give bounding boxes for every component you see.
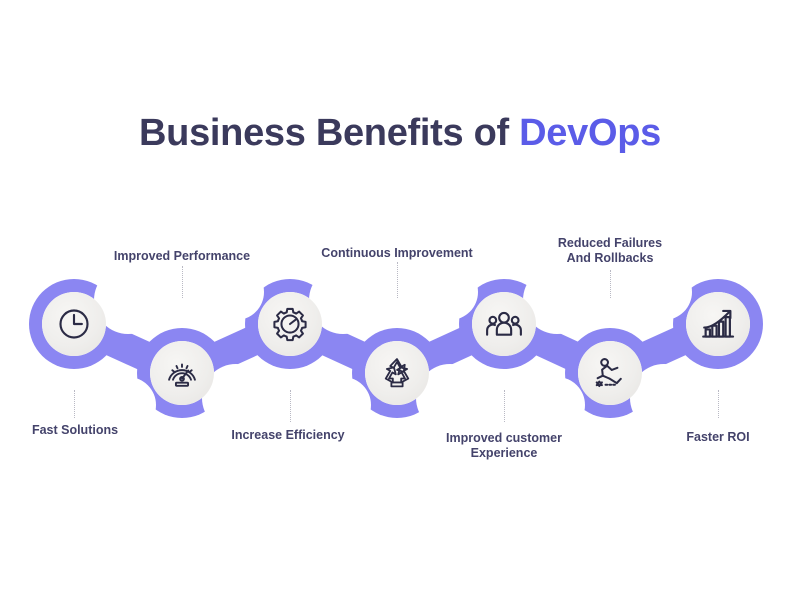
node-improved-performance[interactable] xyxy=(150,341,214,405)
node-increase-efficiency[interactable] xyxy=(258,292,322,356)
page-title: Business Benefits of DevOps xyxy=(0,112,800,155)
label-improved-customer-experience: Improved customer Experience xyxy=(445,431,562,460)
people-group-icon xyxy=(485,305,523,343)
leader-continuous-improvement xyxy=(397,262,398,298)
leader-reduced-failures xyxy=(610,270,611,298)
label-increase-efficiency: Increase Efficiency xyxy=(231,428,345,442)
leader-customer-experience xyxy=(504,390,505,422)
node-reduced-failures-and-rollbacks[interactable] xyxy=(578,341,642,405)
leader-fast-solutions xyxy=(74,390,75,418)
page-title-main: Business Benefits of xyxy=(139,112,520,154)
leader-increase-efficiency xyxy=(290,390,291,422)
node-improved-customer-experience[interactable] xyxy=(472,292,536,356)
person-slipping-icon xyxy=(592,355,628,391)
speedometer-icon xyxy=(164,355,200,391)
label-fast-solutions: Fast Solutions xyxy=(31,423,119,437)
growth-chart-icon xyxy=(699,305,737,343)
label-reduced-failures-and-rollbacks: Reduced Failures And Rollbacks xyxy=(557,236,663,265)
node-faster-roi[interactable] xyxy=(686,292,750,356)
node-fast-solutions[interactable] xyxy=(42,292,106,356)
label-improved-performance: Improved Performance xyxy=(113,249,251,263)
gear-clock-icon xyxy=(272,306,308,342)
label-continuous-improvement: Continuous Improvement xyxy=(321,246,473,260)
page-title-accent: DevOps xyxy=(519,112,661,154)
clock-icon xyxy=(56,306,92,342)
leader-improved-performance xyxy=(182,266,183,298)
recycle-icon xyxy=(379,355,415,391)
leader-faster-roi xyxy=(718,390,719,418)
node-continuous-improvement[interactable] xyxy=(365,341,429,405)
label-faster-roi: Faster ROI xyxy=(686,430,750,444)
